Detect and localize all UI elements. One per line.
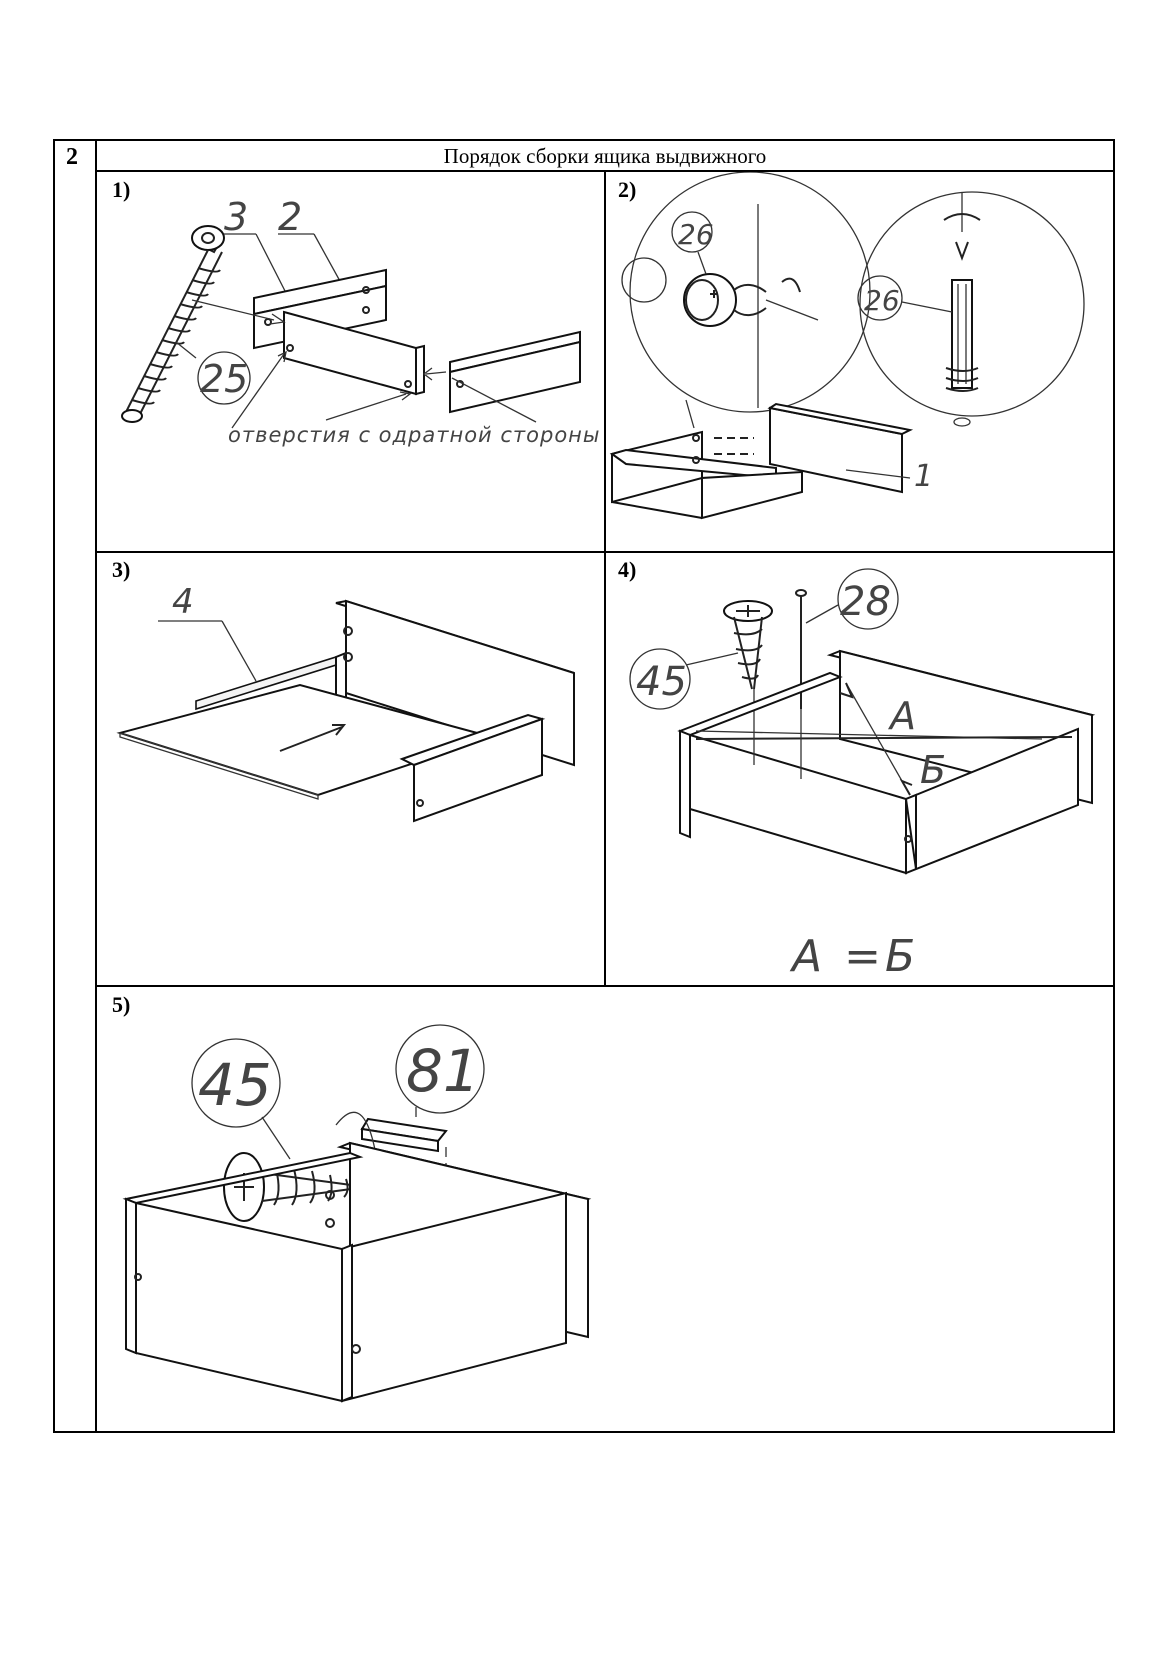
callout-26-left: 26 (678, 218, 714, 251)
step-5-drawing: 45 81 (122, 1024, 592, 1403)
step-3-label: 3) (112, 557, 131, 582)
step-2-label: 2) (618, 177, 637, 202)
callout-45-step5: 45 (198, 1051, 272, 1119)
callout-B: Б (920, 748, 946, 792)
cam-lock-icon (621, 257, 819, 327)
wood-dowel-icon (945, 279, 979, 427)
callout-81: 81 (406, 1037, 480, 1105)
step-2-drawing: 26 26 1 (609, 172, 1085, 520)
bracket-icon (360, 1117, 448, 1153)
step-5-label: 5) (112, 992, 131, 1017)
page-title: Порядок сборки ящика выдвижного (443, 144, 767, 168)
step-1-drawing: 25 3 2 отверстия с одратной стороны (121, 195, 600, 447)
step-1-label: 1) (112, 177, 131, 202)
callout-2: 2 (278, 195, 302, 239)
callout-1: 1 (914, 459, 933, 494)
step-4-label: 4) (618, 557, 637, 582)
step-3-drawing: 4 (116, 582, 575, 823)
callout-25: 25 (200, 357, 248, 401)
callout-28: 28 (840, 579, 891, 625)
callout-45: 45 (636, 659, 687, 705)
equation-a-equals-b: А =Б (789, 931, 919, 982)
callout-3: 3 (224, 195, 248, 239)
callout-4: 4 (172, 582, 194, 622)
section-number: 2 (66, 144, 78, 170)
callout-A: А (887, 694, 916, 738)
step-1-note: отверстия с одратной стороны (228, 423, 600, 447)
step-4-drawing: 45 28 А Б А =Б (629, 568, 1096, 982)
confirmat-screw-icon (121, 225, 225, 423)
callout-26-right: 26 (864, 284, 900, 317)
